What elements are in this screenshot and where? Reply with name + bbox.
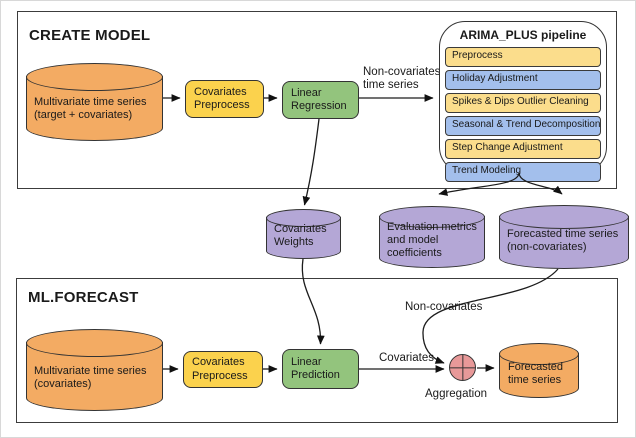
covariates-preprocess-top: Covariates Preprocess (185, 80, 264, 118)
evaluation-metrics-db: Evaluation metrics and model coefficient… (379, 206, 485, 268)
cylinder-top (266, 209, 341, 227)
noncovariates-timeseries-label: Non-covariates time series (363, 66, 441, 92)
db-label: Forecasted time series (508, 361, 564, 387)
linear-prediction: Linear Prediction (282, 349, 359, 389)
aggregation-node (449, 354, 476, 381)
db-label: Forecasted time series (non-covariates) (507, 228, 619, 254)
pipeline-step-spikes-dips-outlier-cleaning: Spikes & Dips Outlier Cleaning (445, 93, 601, 113)
multivariate-target-covariates-db: Multivariate time series (target + covar… (26, 63, 163, 141)
arima-pipeline-steps: Preprocess Holiday Adjustment Spikes & D… (440, 47, 606, 182)
forecasted-noncovariates-db: Forecasted time series (non-covariates) (499, 205, 629, 269)
db-label: Multivariate time series (target + covar… (34, 96, 147, 122)
ml-forecast-title: ML.FORECAST (28, 289, 139, 306)
pipeline-step-preprocess: Preprocess (445, 47, 601, 67)
pipeline-step-trend-modeling: Trend Modeling (445, 162, 601, 182)
covariates-label: Covariates (379, 352, 434, 364)
pipeline-step-step-change-adjustment: Step Change Adjustment (445, 139, 601, 159)
cylinder-top (26, 329, 163, 357)
db-label: Covariates Weights (274, 223, 327, 249)
db-label: Evaluation metrics and model coefficient… (387, 221, 477, 259)
cylinder-top (379, 206, 485, 228)
multivariate-covariates-db: Multivariate time series (covariates) (26, 329, 163, 411)
noncovariates-label: Non-covariates (405, 301, 483, 313)
linear-regression: Linear Regression (282, 81, 359, 119)
cylinder-top (26, 63, 163, 91)
create-model-title: CREATE MODEL (29, 27, 151, 44)
arima-pipeline-title: ARIMA_PLUS pipeline (459, 28, 587, 42)
forecasted-timeseries-db: Forecasted time series (499, 343, 579, 398)
arima-plus-pipeline: ARIMA_PLUS pipeline Preprocess Holiday A… (439, 21, 607, 182)
cylinder-top (499, 205, 629, 229)
covariates-preprocess-bottom: Covariates Preprocess (183, 351, 263, 388)
aggregation-label: Aggregation (425, 388, 488, 400)
covariates-weights-db: Covariates Weights (266, 209, 341, 259)
pipeline-step-holiday-adjustment: Holiday Adjustment (445, 70, 601, 90)
db-label: Multivariate time series (covariates) (34, 365, 147, 391)
pipeline-step-seasonal-trend-decomposition: Seasonal & Trend Decomposition (445, 116, 601, 136)
